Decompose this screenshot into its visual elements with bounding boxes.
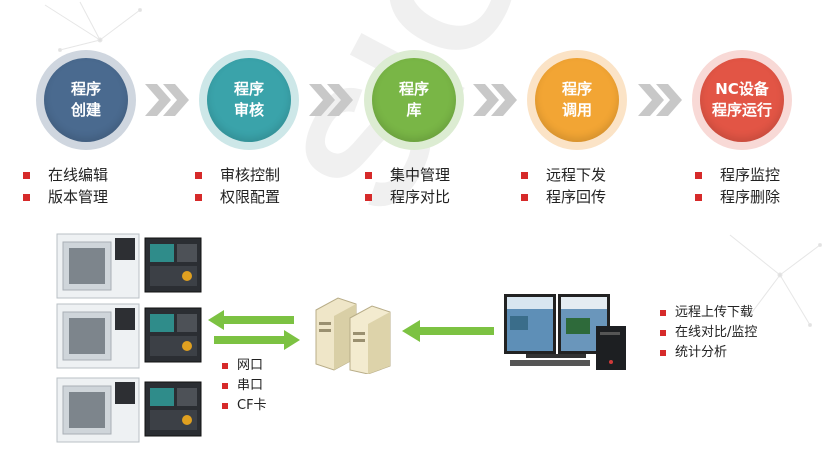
list-item: 远程上传下载 xyxy=(658,303,757,323)
step-disk: 程序 审核 xyxy=(207,58,291,142)
list-item: CF卡 xyxy=(220,396,267,416)
bullet-text: 审核控制 xyxy=(220,166,281,184)
list-item: 程序对比 xyxy=(362,186,450,208)
bullet-text: 权限配置 xyxy=(220,188,281,206)
bullet-icon xyxy=(695,194,702,201)
step-nc-program-run: NC设备 程序运行 xyxy=(692,50,792,150)
bullet-icon xyxy=(365,194,372,201)
bullet-text: 在线编辑 xyxy=(48,166,109,184)
bullet-text: 版本管理 xyxy=(48,188,109,206)
step-label: 程序 审核 xyxy=(233,80,264,119)
list-item: 审核控制 xyxy=(192,164,280,186)
server-icon xyxy=(315,297,391,374)
step-label: NC设备 程序运行 xyxy=(711,80,772,119)
step-program-library: 程序 库 xyxy=(364,50,464,150)
step-1-bullets: 在线编辑 版本管理 xyxy=(20,164,108,208)
bullet-icon xyxy=(521,194,528,201)
bullet-icon xyxy=(695,172,702,179)
bullet-text: 程序对比 xyxy=(390,188,451,206)
step-label: 程序 库 xyxy=(398,80,429,119)
step-program-review: 程序 审核 xyxy=(199,50,299,150)
list-item: 程序回传 xyxy=(518,186,606,208)
network-decoration-top-left xyxy=(44,1,142,52)
connection-types-list: 网口 串口 CF卡 xyxy=(220,356,267,416)
bullet-text: 网口 xyxy=(237,358,264,373)
bullet-text: CF卡 xyxy=(237,398,267,413)
bullet-icon xyxy=(222,403,228,409)
list-item: 权限配置 xyxy=(192,186,280,208)
bullet-text: 串口 xyxy=(237,378,264,393)
cnc-machine-icon xyxy=(56,377,202,443)
double-chevron-icon xyxy=(473,84,517,116)
list-item: 串口 xyxy=(220,376,267,396)
bullet-icon xyxy=(222,363,228,369)
bullet-icon xyxy=(195,194,202,201)
bullet-text: 程序回传 xyxy=(546,188,607,206)
list-item: 网口 xyxy=(220,356,267,376)
step-program-call: 程序 调用 xyxy=(527,50,627,150)
workstation-pc-icon xyxy=(504,294,626,370)
pc-features-list: 远程上传下载 在线对比/监控 统计分析 xyxy=(658,303,757,363)
list-item: 统计分析 xyxy=(658,343,757,363)
cnc-machine-icon xyxy=(56,303,202,369)
bullet-text: 程序监控 xyxy=(720,166,781,184)
list-item: 集中管理 xyxy=(362,164,450,186)
bullet-text: 集中管理 xyxy=(390,166,451,184)
list-item: 程序监控 xyxy=(692,164,780,186)
left-arrow-icon xyxy=(402,320,494,342)
bullet-icon xyxy=(23,172,30,179)
list-item: 远程下发 xyxy=(518,164,606,186)
step-label: 程序 调用 xyxy=(561,80,592,119)
double-chevron-icon xyxy=(145,84,189,116)
step-disk: 程序 创建 xyxy=(44,58,128,142)
bullet-icon xyxy=(222,383,228,389)
bullet-text: 远程上传下载 xyxy=(675,305,754,320)
bullet-icon xyxy=(521,172,528,179)
step-label: 程序 创建 xyxy=(70,80,101,119)
list-item: 在线对比/监控 xyxy=(658,323,757,343)
step-5-bullets: 程序监控 程序删除 xyxy=(692,164,780,208)
step-program-create: 程序 创建 xyxy=(36,50,136,150)
list-item: 在线编辑 xyxy=(20,164,108,186)
cnc-machine-icon xyxy=(56,233,202,299)
step-disk: NC设备 程序运行 xyxy=(700,58,784,142)
bullet-text: 在线对比/监控 xyxy=(675,325,758,340)
bidirectional-arrow-icon xyxy=(208,310,300,350)
bullet-icon xyxy=(660,330,666,336)
list-item: 程序删除 xyxy=(692,186,780,208)
network-decoration-right xyxy=(729,234,822,327)
double-chevron-icon xyxy=(638,84,682,116)
step-3-bullets: 集中管理 程序对比 xyxy=(362,164,450,208)
bullet-text: 统计分析 xyxy=(675,345,728,360)
step-disk: 程序 库 xyxy=(372,58,456,142)
double-chevron-icon xyxy=(309,84,353,116)
bullet-icon xyxy=(660,350,666,356)
step-4-bullets: 远程下发 程序回传 xyxy=(518,164,606,208)
bullet-text: 程序删除 xyxy=(720,188,781,206)
bullet-icon xyxy=(660,310,666,316)
bullet-text: 远程下发 xyxy=(546,166,607,184)
step-disk: 程序 调用 xyxy=(535,58,619,142)
bullet-icon xyxy=(23,194,30,201)
step-2-bullets: 审核控制 权限配置 xyxy=(192,164,280,208)
bullet-icon xyxy=(365,172,372,179)
bullet-icon xyxy=(195,172,202,179)
list-item: 版本管理 xyxy=(20,186,108,208)
